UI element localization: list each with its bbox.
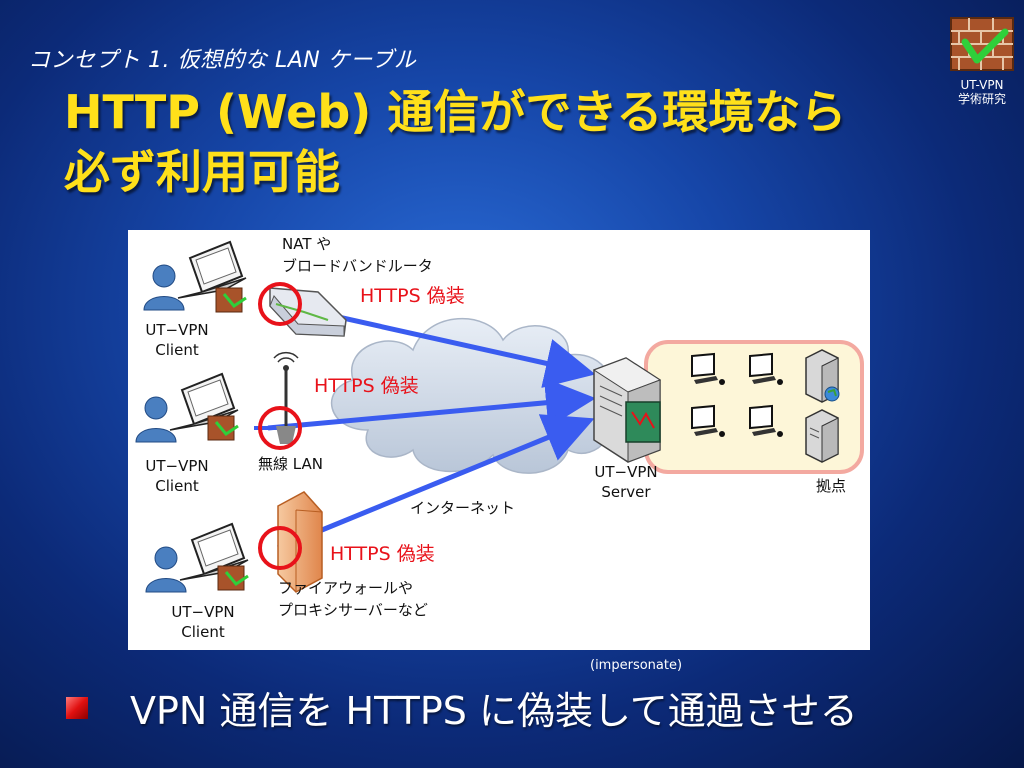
- slide-title-line2: 必ず利用可能: [64, 145, 340, 199]
- client-label-line2: Client: [155, 477, 199, 495]
- tunnel-firewall: [277, 414, 595, 551]
- server-label-line1: UT−VPN: [594, 463, 658, 481]
- client-label-line2: Client: [155, 341, 199, 359]
- firewall-label-line2: プロキシサーバーなど: [278, 601, 428, 619]
- site-pc-icon: [691, 404, 725, 437]
- client-label-2: UT−VPN Client: [132, 456, 222, 496]
- site-server-icon: [805, 409, 839, 463]
- site-pc-icon: [691, 352, 725, 385]
- nat-label-line2: ブロードバンドルータ: [282, 257, 433, 275]
- site-label: 拠点: [816, 477, 847, 495]
- network-diagram: NAT や ブロードバンドルータ HTTPS 偽装 UT−VPN Client …: [128, 230, 870, 650]
- client-label-line1: UT−VPN: [145, 321, 209, 339]
- wireless-antenna-icon: [273, 351, 299, 444]
- nat-label-line1: NAT や: [282, 235, 332, 253]
- https-label-firewall: HTTPS 偽装: [330, 543, 435, 565]
- client-label-3: UT−VPN Client: [158, 602, 248, 642]
- site-pc-icon: [749, 352, 783, 385]
- slide-title: HTTP (Web) 通信ができる環境なら 必ず利用可能: [64, 82, 944, 202]
- slide-subtitle: コンセプト 1. 仮想的な LAN ケーブル: [28, 48, 417, 73]
- firewall-label-line1: ファイアウォールや: [278, 579, 414, 597]
- slide-title-line1: HTTP (Web) 通信ができる環境なら: [64, 85, 847, 139]
- client-label-line2: Client: [181, 623, 225, 641]
- client-computer-icon: [135, 372, 239, 443]
- wireless-lan-label: 無線 LAN: [258, 455, 323, 473]
- server-label-line2: Server: [601, 483, 651, 501]
- server-icon: [592, 357, 662, 463]
- client-label-line1: UT−VPN: [171, 603, 235, 621]
- logo-text-line2: 学術研究: [957, 92, 1006, 106]
- impersonate-note: (impersonate): [590, 658, 683, 673]
- https-impersonation-markers: [258, 282, 302, 570]
- tunnel-wireless: [267, 377, 596, 431]
- client-computer-icon: [145, 522, 249, 593]
- https-label-nat: HTTPS 偽装: [360, 285, 465, 307]
- server-label: UT−VPN Server: [576, 462, 676, 502]
- logo-text-line1: UT-VPN: [960, 78, 1004, 92]
- broadband-router-icon: [269, 287, 347, 337]
- client-computer-icon: [143, 240, 247, 313]
- client-label-line1: UT−VPN: [145, 457, 209, 475]
- site-server-icon: [805, 349, 840, 403]
- bullet-square-icon: [66, 697, 88, 719]
- firewall-brick-icon: [950, 17, 1014, 71]
- bullet-text: VPN 通信を HTTPS に偽装して通過させる: [130, 689, 858, 733]
- site-pc-icon: [749, 404, 783, 437]
- internet-label: インターネット: [410, 499, 516, 517]
- diagram-canvas: [135, 240, 864, 593]
- ut-vpn-logo: UT-VPN 学術研究: [944, 12, 1020, 106]
- https-label-wireless: HTTPS 偽装: [314, 375, 419, 397]
- client-label-1: UT−VPN Client: [132, 320, 222, 360]
